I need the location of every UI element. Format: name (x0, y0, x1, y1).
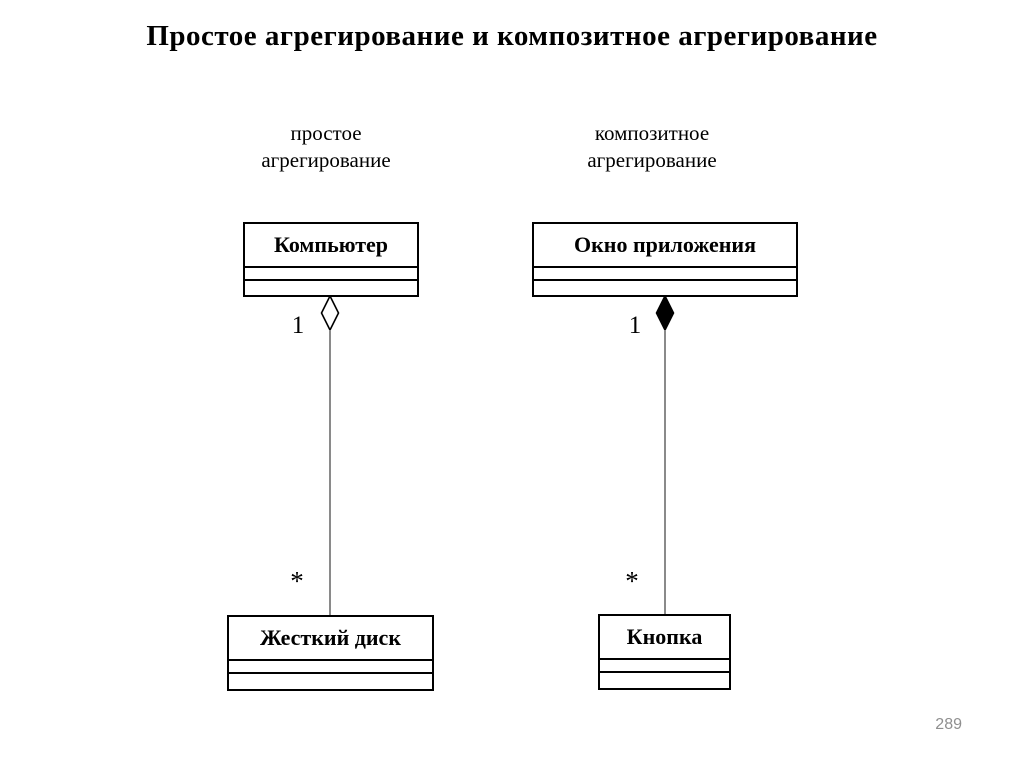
hollow-aggregation-diamond-icon (319, 294, 341, 332)
operations-compartment (534, 281, 796, 295)
page-number: 289 (935, 716, 962, 733)
aggregation-connector-line (329, 330, 331, 615)
class-name: Окно приложения (534, 224, 796, 268)
whole-multiplicity-label: 1 (628, 312, 642, 339)
attributes-compartment (245, 268, 417, 281)
part-multiplicity-label: * (625, 566, 639, 596)
part-multiplicity-label: * (290, 566, 304, 596)
composition-connector-line (664, 330, 666, 615)
slide-title: Простое агрегирование и композитное агре… (146, 20, 878, 52)
class-name: Кнопка (600, 616, 729, 660)
part-class-box-button: Кнопка (598, 614, 731, 690)
operations-compartment (229, 674, 432, 688)
composite-aggregation-label: композитное агрегирование (587, 121, 717, 172)
operations-compartment (600, 673, 729, 687)
attributes-compartment (534, 268, 796, 281)
filled-composition-diamond-icon (654, 294, 676, 332)
class-name: Компьютер (245, 224, 417, 268)
whole-class-box-window: Окно приложения (532, 222, 798, 297)
simple-aggregation-label: простое агрегирование (261, 121, 391, 172)
whole-multiplicity-label: 1 (291, 312, 305, 339)
class-name: Жесткий диск (229, 617, 432, 661)
attributes-compartment (229, 661, 432, 674)
attributes-compartment (600, 660, 729, 673)
operations-compartment (245, 281, 417, 295)
part-class-box-disk: Жесткий диск (227, 615, 434, 691)
whole-class-box-computer: Компьютер (243, 222, 419, 297)
